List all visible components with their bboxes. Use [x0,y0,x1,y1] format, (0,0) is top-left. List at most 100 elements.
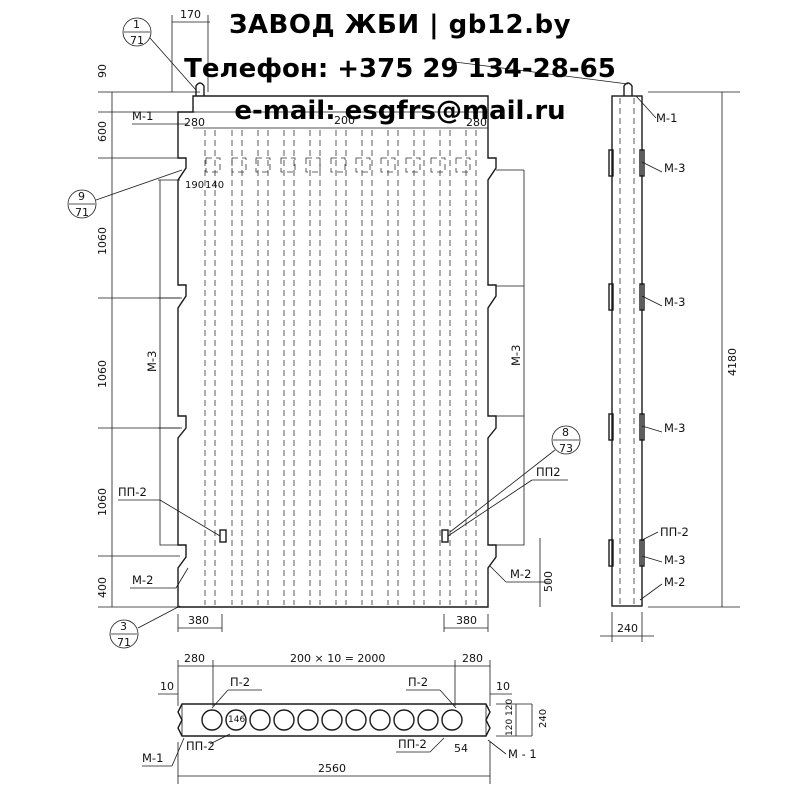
dim-600: 600 [96,121,109,142]
front-view: 90 600 1060 1060 1060 400 170 [67,8,629,649]
dim-280-left: 280 [184,116,205,129]
svg-text:71: 71 [130,34,144,47]
label-m3-right: М-3 [509,345,523,366]
leader-pp2-side [641,531,659,541]
leader-pp2-right-diag [447,479,533,537]
dim-500: 500 [542,571,555,592]
leader-m2-right-diag [489,565,507,583]
dim-200: 200 [334,114,355,127]
dim-280-section-left: 280 [184,652,205,665]
dim-280-section-right: 280 [462,652,483,665]
leader-m2-side [639,583,663,601]
section-outline [177,703,491,737]
hollow-cores [204,130,477,605]
label-m3-side-d: М-3 [664,553,685,567]
label-m3-side-a: М-3 [664,161,685,175]
svg-text:3: 3 [120,620,127,633]
lifting-loop [195,82,205,96]
dim-54: 54 [454,742,468,755]
callout-1-71: 1 71 [122,17,197,91]
dim-1060-a: 1060 [96,227,109,255]
side-lifting-loop [623,82,633,96]
svg-text:71: 71 [117,636,131,649]
svg-text:71: 71 [75,206,89,219]
dim-380-left: 380 [188,614,209,627]
header-phone: Телефон: +375 29 134-28-65 [184,54,616,84]
label-pp2-side: ПП-2 [660,525,689,539]
section-view: 280 200 × 10 = 2000 280 10 10 146 П-2 [142,652,549,784]
leader-to-side-view [454,61,629,85]
leader-m3-left-ticks [158,179,182,429]
dim-170: 170 [180,8,201,21]
core-openings-row [205,157,471,173]
dim-120-b: 120 [505,719,515,736]
leader-p2-left-diag [211,689,229,709]
leader-pp2-section-right-diag [429,737,445,753]
leader-m1-side [635,95,657,119]
side-embed [608,283,614,311]
label-pp2-section-right: ПП-2 [398,737,427,751]
dim-240-section: 240 [538,709,549,728]
label-m3-side-b: М-3 [664,295,685,309]
svg-text:73: 73 [559,442,573,455]
svg-text:8: 8 [562,426,569,439]
label-pp2-left: ПП-2 [118,485,147,499]
leader-m3-right-ticks [496,169,524,417]
header-title: ЗАВОД ЖБИ | gb12.by [228,10,572,40]
label-pp2-section-left: ПП-2 [186,739,215,753]
leader-m3-side-c [641,425,663,433]
leader-m1-section-right [487,739,507,755]
leader-m3-side-d [641,555,663,563]
side-outline [611,95,643,607]
dim-146: 146 [228,715,245,725]
label-m1-front: М-1 [132,109,153,123]
label-pp2-right: ПП2 [536,465,561,479]
side-view: М-1 М-3 М-3 М-3 ПП-2 М-3 М-2 4180 240 [600,82,740,642]
dim-190: 190 [185,180,204,191]
dim-200x10: 200 × 10 = 2000 [290,652,385,665]
label-m2-left: М-2 [132,573,153,587]
callout-8-73: 8 73 [449,425,581,533]
dim-380-right: 380 [456,614,477,627]
dim-1060-b: 1060 [96,360,109,388]
label-m2-right: М-2 [510,567,531,581]
dim-2560: 2560 [318,762,346,775]
leader-pp2-section-left [209,733,231,745]
label-m1-section-right: М - 1 [508,747,537,761]
leader-pp2-left-diag [159,499,221,537]
dim-10-left: 10 [160,680,174,693]
label-m3-left: М-3 [145,351,159,372]
label-p2-section-left: П-2 [230,675,250,689]
header-email: e-mail: esgfrs@mail.ru [234,96,566,126]
svg-text:9: 9 [78,190,85,203]
svg-text:1: 1 [133,18,140,31]
dim-280-right: 280 [466,116,487,129]
dim-240-side: 240 [617,622,638,635]
dim-1060-c: 1060 [96,488,109,516]
callout-3-71: 3 71 [109,605,181,649]
label-m2-side: М-2 [664,575,685,589]
embedded-pp2-right [441,529,449,543]
side-embed [608,413,614,441]
leader-m3-side-b [641,295,663,307]
label-p2-section-right: П-2 [408,675,428,689]
side-embed [608,539,614,567]
label-m1-section-left: М-1 [142,751,163,765]
callout-9-71: 9 71 [67,169,183,219]
leader-p2-right-diag [439,689,457,709]
side-embed [608,149,614,177]
embedded-pp2-left [219,529,227,543]
dim-400: 400 [96,577,109,598]
dim-90: 90 [96,64,109,78]
label-m1-side: М-1 [656,111,677,125]
dim-120-a: 120 [505,699,515,716]
dim-140: 140 [205,180,224,191]
leader-m2-left-diag [175,567,189,589]
dim-4180: 4180 [726,348,739,376]
section-hollow-cores [201,709,463,731]
leader-m3-left [159,180,180,546]
label-m3-side-c: М-3 [664,421,685,435]
dim-10-right: 10 [496,680,510,693]
leader-m3-right [496,170,525,546]
